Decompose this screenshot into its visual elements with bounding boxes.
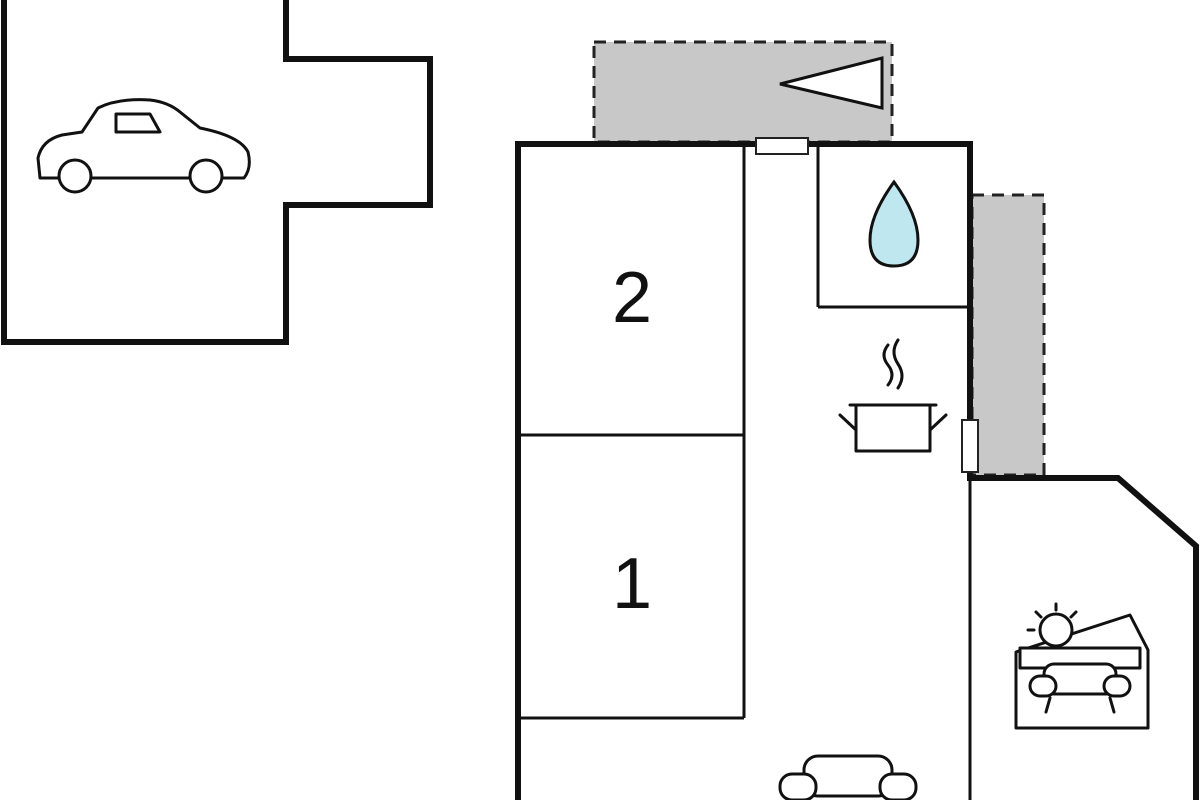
sofa-icon <box>1028 662 1132 714</box>
water-drop-icon <box>868 179 920 268</box>
cooking-pot-icon <box>838 338 948 453</box>
garage-room <box>1 0 289 345</box>
house-outline <box>515 141 1199 800</box>
bathroom <box>868 179 920 268</box>
car-icon <box>36 98 251 194</box>
garage-annex <box>283 56 433 208</box>
room-label-2: 2 <box>612 258 652 338</box>
garage <box>1 0 433 345</box>
terrace-top <box>592 40 894 144</box>
sofa-icon <box>778 754 918 800</box>
entrance-door <box>755 137 809 155</box>
side-door <box>961 419 979 473</box>
room-label-1: 1 <box>612 544 652 624</box>
terrace-side-area <box>970 193 1046 477</box>
arrow-icon <box>779 56 884 110</box>
living-room-icon <box>1014 602 1150 730</box>
